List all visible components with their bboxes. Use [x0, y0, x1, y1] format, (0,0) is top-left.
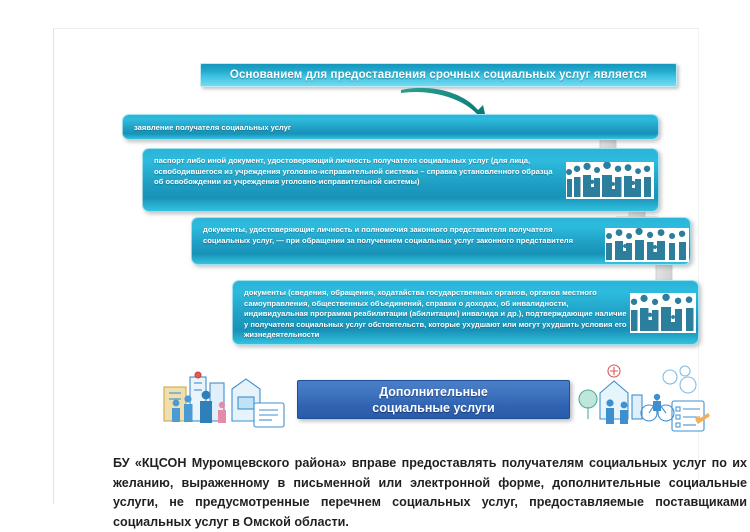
people-silhouettes-icon	[630, 293, 696, 333]
banner-line-1: Дополнительные	[379, 384, 488, 399]
additional-services-banner: Дополнительные социальные услуги	[297, 380, 570, 419]
content-box-1-text: заявление получателя социальных услуг	[134, 123, 292, 132]
people-silhouettes-icon	[605, 228, 689, 262]
people-silhouettes-icon	[566, 162, 654, 199]
slide-card: Основанием для предоставления срочных со…	[53, 28, 747, 529]
content-box-3-text: документы, удостоверяющие личность и пол…	[203, 225, 574, 245]
slide-title: Основанием для предоставления срочных со…	[229, 69, 648, 81]
slide-title-banner: Основанием для предоставления срочных со…	[200, 63, 677, 87]
content-box-4: документы (сведения, обращения, ходатайс…	[232, 280, 699, 345]
banner-line-2: социальные услуги	[372, 400, 495, 415]
content-box-4-text: документы (сведения, обращения, ходатайс…	[244, 288, 627, 340]
footer-paragraph: БУ «КЦСОН Муромцевского района» вправе п…	[113, 456, 747, 529]
family-services-illustration	[578, 364, 710, 432]
content-box-1: заявление получателя социальных услуг	[122, 114, 659, 140]
social-services-illustration	[163, 371, 285, 428]
content-box-2-text: паспорт либо иной документ, удостоверяющ…	[154, 156, 553, 187]
